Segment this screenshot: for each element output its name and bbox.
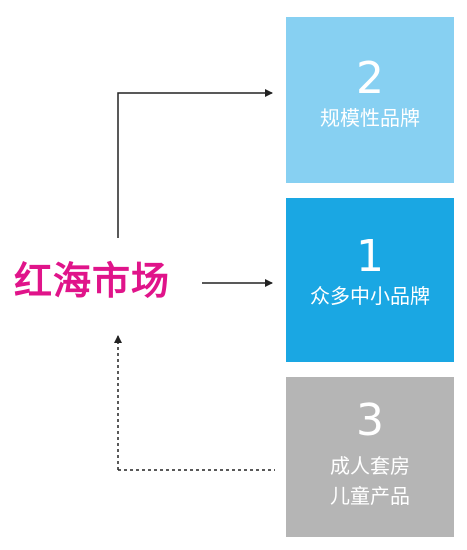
box-text: 成人套房 xyxy=(330,454,410,478)
arrow-to-box-2 xyxy=(117,89,273,238)
box-scale-brands: 2 规模性品牌 xyxy=(286,17,454,183)
box-text: 儿童产品 xyxy=(330,484,410,508)
box-number: 3 xyxy=(356,395,384,446)
source-label-red-ocean-market: 红海市场 xyxy=(14,259,171,303)
box-number: 1 xyxy=(356,231,384,282)
box-adult-kids-products: 3 成人套房 儿童产品 xyxy=(286,377,454,537)
box-text: 众多中小品牌 xyxy=(310,284,430,308)
box-text: 规模性品牌 xyxy=(320,106,420,130)
box-small-medium-brands: 1 众多中小品牌 xyxy=(286,198,454,362)
box-number: 2 xyxy=(356,53,384,104)
